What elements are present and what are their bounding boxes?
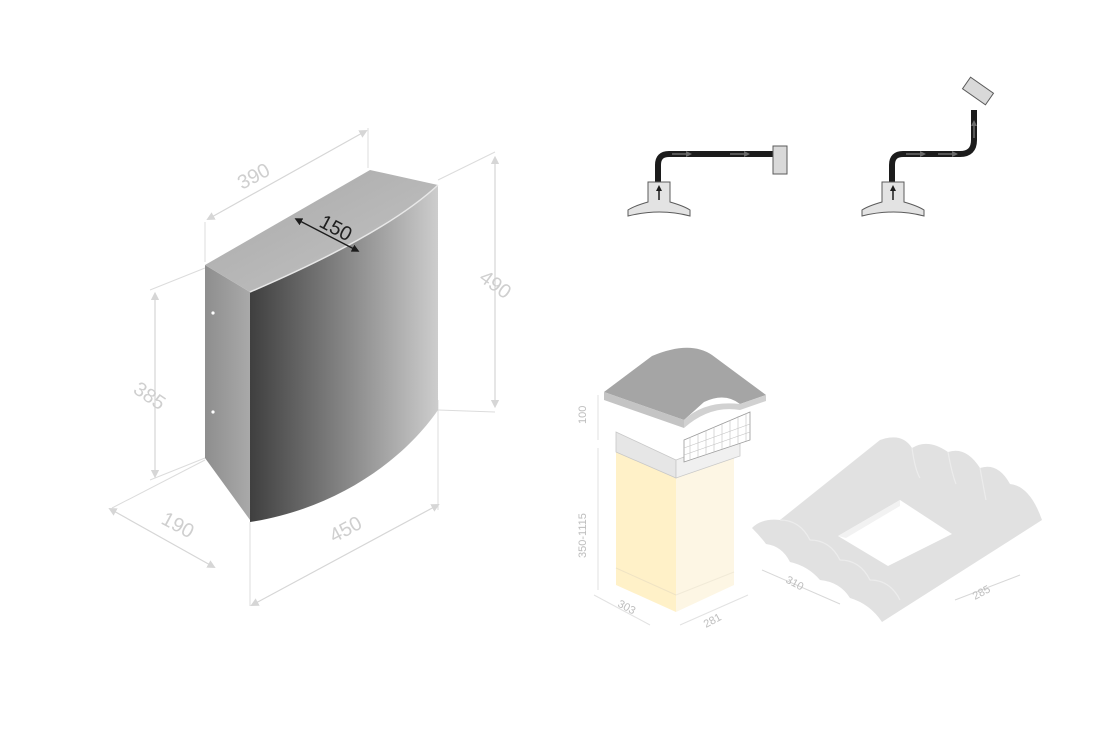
hood-front-panel bbox=[250, 185, 438, 522]
mounting-hole bbox=[211, 311, 215, 315]
mounting-hole bbox=[211, 410, 215, 414]
duct-schematic-upward bbox=[861, 76, 995, 217]
dim-label-top-length: 390 bbox=[234, 159, 274, 194]
roof-outlet-icon bbox=[961, 76, 995, 106]
dim-label-base-depth: 190 bbox=[158, 508, 198, 543]
hood-dimension-arrows bbox=[108, 129, 500, 606]
dim-label-base-width-left: 303 bbox=[616, 598, 638, 617]
roof-opening-illustration: 310 285 bbox=[752, 437, 1042, 622]
duct-schematic-straight bbox=[627, 145, 788, 217]
dim-label-side-height: 385 bbox=[129, 378, 169, 415]
dim-label-cap-height: 100 bbox=[577, 406, 589, 424]
hood-side-panel bbox=[205, 265, 250, 520]
chimney-stack-front bbox=[616, 452, 676, 612]
wall-outlet-icon bbox=[772, 145, 788, 175]
hood-illustration: 390 150 490 385 190 450 bbox=[108, 128, 515, 606]
dim-label-front-height: 490 bbox=[475, 266, 515, 303]
chimney-illustration: 100 350-1115 303 281 bbox=[577, 347, 766, 631]
chimney-cap bbox=[604, 347, 766, 420]
chimney-stack-side bbox=[676, 458, 734, 612]
dim-label-opening-left: 310 bbox=[784, 574, 806, 593]
dim-label-stack-height: 350-1115 bbox=[577, 513, 589, 558]
dim-label-base-width: 450 bbox=[326, 512, 366, 547]
roof-opening bbox=[838, 500, 952, 566]
top-depth-arrow bbox=[294, 218, 360, 252]
